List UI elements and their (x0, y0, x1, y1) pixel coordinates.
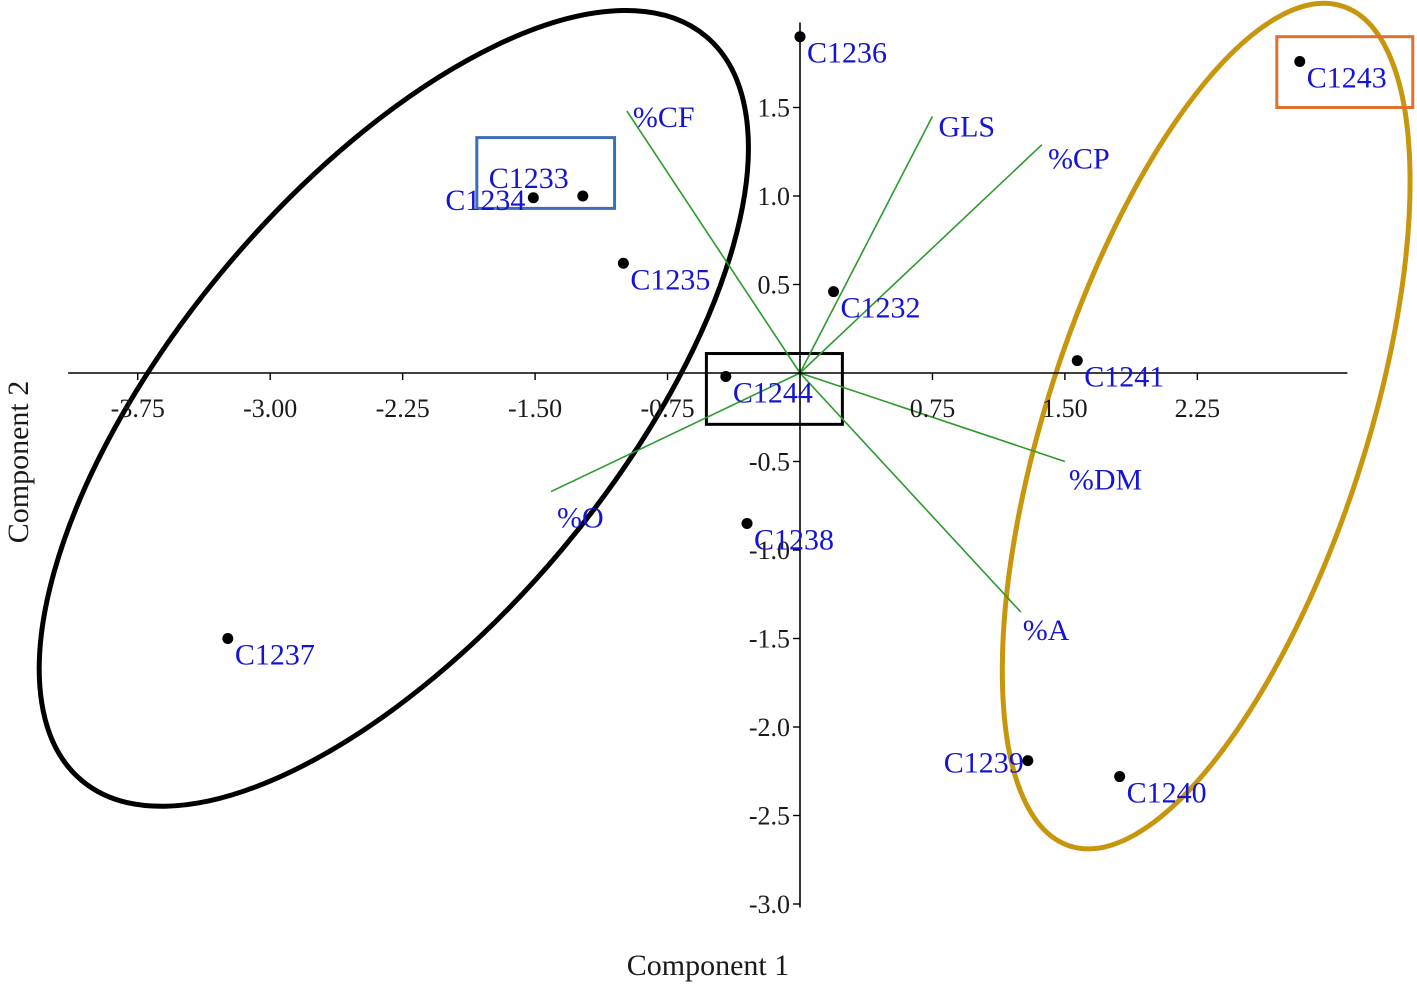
gold-cluster-ellipse (999, 0, 1413, 852)
y-tick-label: -1.0 (749, 536, 790, 565)
point-label-c1233: C1233 (489, 162, 569, 195)
point-label-c1240: C1240 (1127, 777, 1207, 810)
point-label-c1232: C1232 (841, 292, 921, 325)
loading-label-pct-o: %O (557, 502, 604, 535)
y-tick-label: -0.5 (749, 448, 790, 477)
point-label-c1237: C1237 (235, 639, 315, 672)
point-c1234 (527, 192, 539, 204)
point-label-c1239: C1239 (944, 747, 1024, 780)
loading-line-pct-a (799, 372, 1022, 613)
loading-label-pct-cf: %CF (633, 101, 695, 134)
x-tick-label: -1.50 (508, 394, 562, 423)
point-label-c1243: C1243 (1307, 61, 1387, 94)
loading-line-pct-cp (799, 144, 1043, 374)
x-axis-title: Component 1 (627, 949, 790, 982)
point-c1238 (741, 517, 753, 529)
point-c1233 (577, 190, 589, 202)
point-c1240 (1114, 771, 1126, 783)
point-label-c1238: C1238 (754, 523, 834, 556)
y-tick-label: -2.0 (749, 713, 790, 742)
loading-line-pct-o (550, 372, 801, 493)
point-c1235 (617, 257, 629, 269)
point-c1237 (222, 633, 234, 644)
cluster-ellipses (36, 0, 1413, 852)
loading-vectors: %CF GLS %CP %DM %A %O (550, 101, 1142, 647)
y-tick-label: 1.5 (758, 94, 791, 123)
black-cluster-ellipse (36, 8, 751, 809)
point-c1232 (828, 286, 840, 298)
y-tick-label: 0.5 (758, 271, 791, 300)
loading-label-pct-a: %A (1023, 614, 1070, 647)
loading-line-pct-cf (626, 110, 801, 374)
point-label-c1244: C1244 (733, 377, 813, 410)
point-c1241 (1071, 355, 1083, 367)
point-c1244 (720, 371, 732, 383)
x-tick-label: 2.25 (1175, 394, 1221, 423)
point-c1243 (1294, 55, 1306, 67)
x-tick-label: -2.25 (376, 394, 430, 423)
loading-line-gls (799, 115, 934, 374)
y-tick-label: -2.5 (749, 802, 790, 831)
c1244-box (704, 352, 844, 426)
y-tick-label: -1.5 (749, 625, 790, 654)
c1233-box (475, 136, 617, 210)
x-tick-label: 0.75 (910, 394, 956, 423)
point-label-c1241: C1241 (1084, 361, 1164, 394)
y-tick-label: -3.0 (749, 890, 790, 919)
axes: -3.75 -3.00 -2.25 -1.50 -0.75 0.75 1.50 2.25 1.5… (68, 22, 1348, 919)
x-tick-label: -3.00 (243, 394, 297, 423)
x-tick-label: -3.75 (111, 394, 165, 423)
y-axis-title: Component 2 (2, 381, 35, 544)
point-label-c1235: C1235 (630, 263, 710, 296)
loading-label-pct-dm: %DM (1069, 464, 1142, 497)
point-c1236 (794, 31, 806, 43)
x-tick-label: 1.50 (1042, 394, 1088, 423)
loading-line-pct-dm (799, 372, 1066, 463)
c1243-box (1275, 35, 1415, 110)
point-c1239 (1022, 755, 1034, 767)
point-label-c1236: C1236 (807, 37, 887, 70)
y-tick-label: 1.0 (758, 182, 791, 211)
loading-label-gls: GLS (938, 110, 995, 143)
point-label-c1234: C1234 (445, 184, 525, 217)
highlight-boxes (475, 35, 1415, 426)
x-tick-label: -0.75 (640, 394, 694, 423)
loading-label-pct-cp: %CP (1048, 143, 1110, 176)
